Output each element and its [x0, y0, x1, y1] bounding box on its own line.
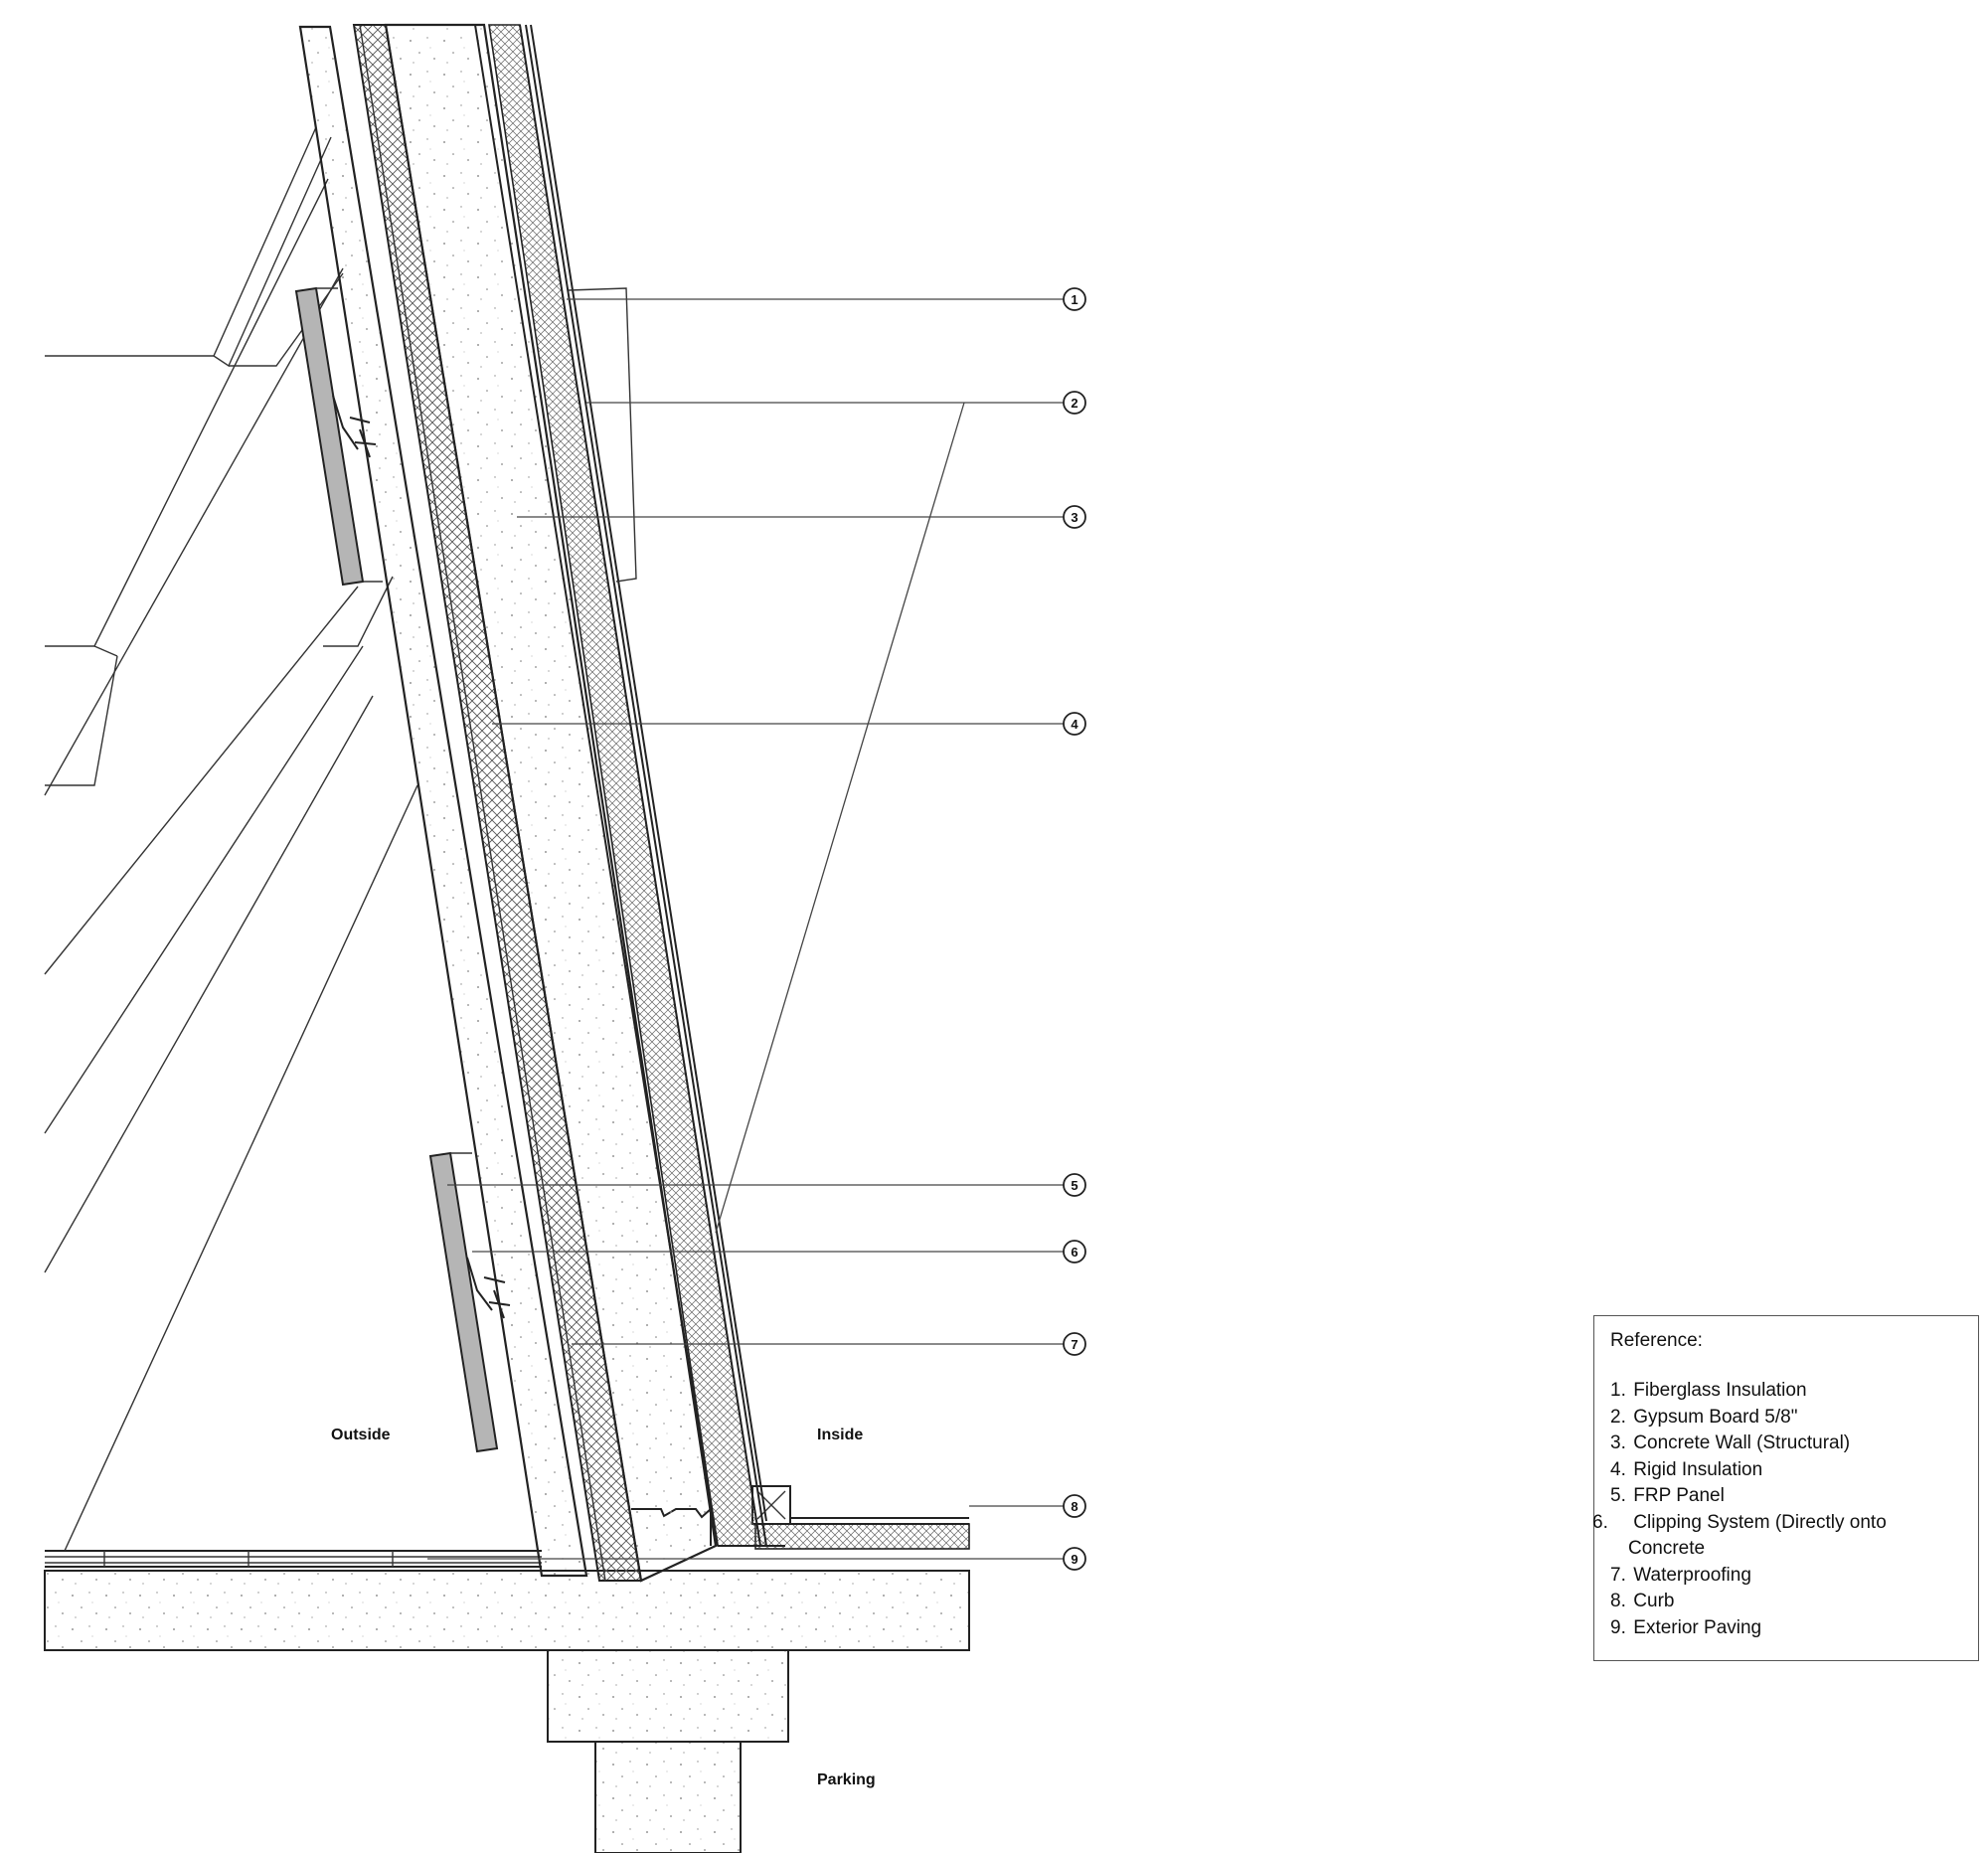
callout-7: 7: [1063, 1332, 1086, 1356]
frp-panels: [294, 286, 511, 1453]
legend-item-number: 1.: [1610, 1380, 1626, 1401]
legend-item-number: 6.: [1592, 1511, 1608, 1533]
callout-4: 4: [1063, 712, 1086, 736]
legend-item: 3. Concrete Wall (Structural): [1610, 1431, 1962, 1457]
callout-4-label: 4: [1071, 717, 1078, 732]
legend-item-number: 9.: [1610, 1616, 1626, 1638]
callout-2-label: 2: [1071, 396, 1077, 411]
callout-5: 5: [1063, 1173, 1086, 1197]
callouts: 1 2 3 4 5 6 7 8: [1063, 287, 1086, 1571]
callout-1: 1: [1063, 287, 1086, 311]
legend-item-number: 8.: [1610, 1591, 1626, 1611]
callout-9-label: 9: [1071, 1552, 1077, 1567]
legend-item: 5. FRP Panel: [1610, 1483, 1962, 1510]
legend-item-number: 2.: [1610, 1406, 1626, 1428]
legend-item: 6. Clipping System (Directly onto Concre…: [1592, 1510, 1962, 1563]
legend-item-text: Waterproofing: [1633, 1564, 1751, 1586]
callout-3: 3: [1063, 505, 1086, 529]
callout-6-label: 6: [1071, 1245, 1077, 1260]
legend-item-text: Gypsum Board 5/8": [1633, 1406, 1798, 1428]
legend-item-text: Concrete Wall (Structural): [1633, 1432, 1851, 1453]
callout-3-label: 3: [1071, 510, 1077, 525]
legend-item-number: 5.: [1610, 1485, 1626, 1506]
leader-lines: [427, 298, 1064, 1560]
legend-item-text: Rigid Insulation: [1633, 1458, 1763, 1480]
legend-item: 4. Rigid Insulation: [1610, 1457, 1962, 1484]
callout-9: 9: [1063, 1547, 1086, 1571]
callout-8: 8: [1063, 1494, 1086, 1518]
legend-item-number: 4.: [1610, 1458, 1626, 1480]
legend-item-text: Clipping System (Directly onto Concrete: [1628, 1511, 1887, 1560]
outside-label: Outside: [331, 1427, 391, 1443]
callout-6: 6: [1063, 1240, 1086, 1263]
legend-item-text: Fiberglass Insulation: [1633, 1380, 1807, 1401]
legend-item: 2. Gypsum Board 5/8": [1610, 1405, 1962, 1432]
legend-list: 1. Fiberglass Insulation 2. Gypsum Board…: [1592, 1378, 1962, 1642]
callout-1-label: 1: [1071, 292, 1077, 307]
column: [547, 1649, 789, 1853]
callout-5-label: 5: [1071, 1178, 1077, 1193]
legend-item-text: Exterior Paving: [1633, 1616, 1762, 1638]
slab: [44, 1485, 970, 1651]
legend-item: 7. Waterproofing: [1610, 1563, 1962, 1590]
legend-item-text: FRP Panel: [1633, 1485, 1725, 1506]
reference-legend: Reference: 1. Fiberglass Insulation 2. G…: [1592, 1315, 1979, 1661]
parking-label: Parking: [817, 1771, 876, 1788]
legend-title: Reference:: [1610, 1330, 1703, 1351]
legend-item-number: 3.: [1610, 1432, 1626, 1453]
outside-context-lines: [44, 126, 418, 1552]
legend-item: 8. Curb: [1610, 1589, 1962, 1615]
callout-2: 2: [1063, 391, 1086, 415]
legend-item-text: Curb: [1633, 1591, 1675, 1611]
legend-item: 1. Fiberglass Insulation: [1610, 1378, 1962, 1405]
legend-item: 9. Exterior Paving: [1610, 1615, 1962, 1642]
callout-7-label: 7: [1071, 1337, 1077, 1352]
legend-item-number: 7.: [1610, 1564, 1626, 1586]
clip-lower: [466, 1257, 511, 1319]
callout-8-label: 8: [1071, 1499, 1077, 1514]
inside-label: Inside: [817, 1427, 863, 1443]
clip-upper: [332, 395, 377, 458]
sloped-wall: [298, 23, 785, 1583]
